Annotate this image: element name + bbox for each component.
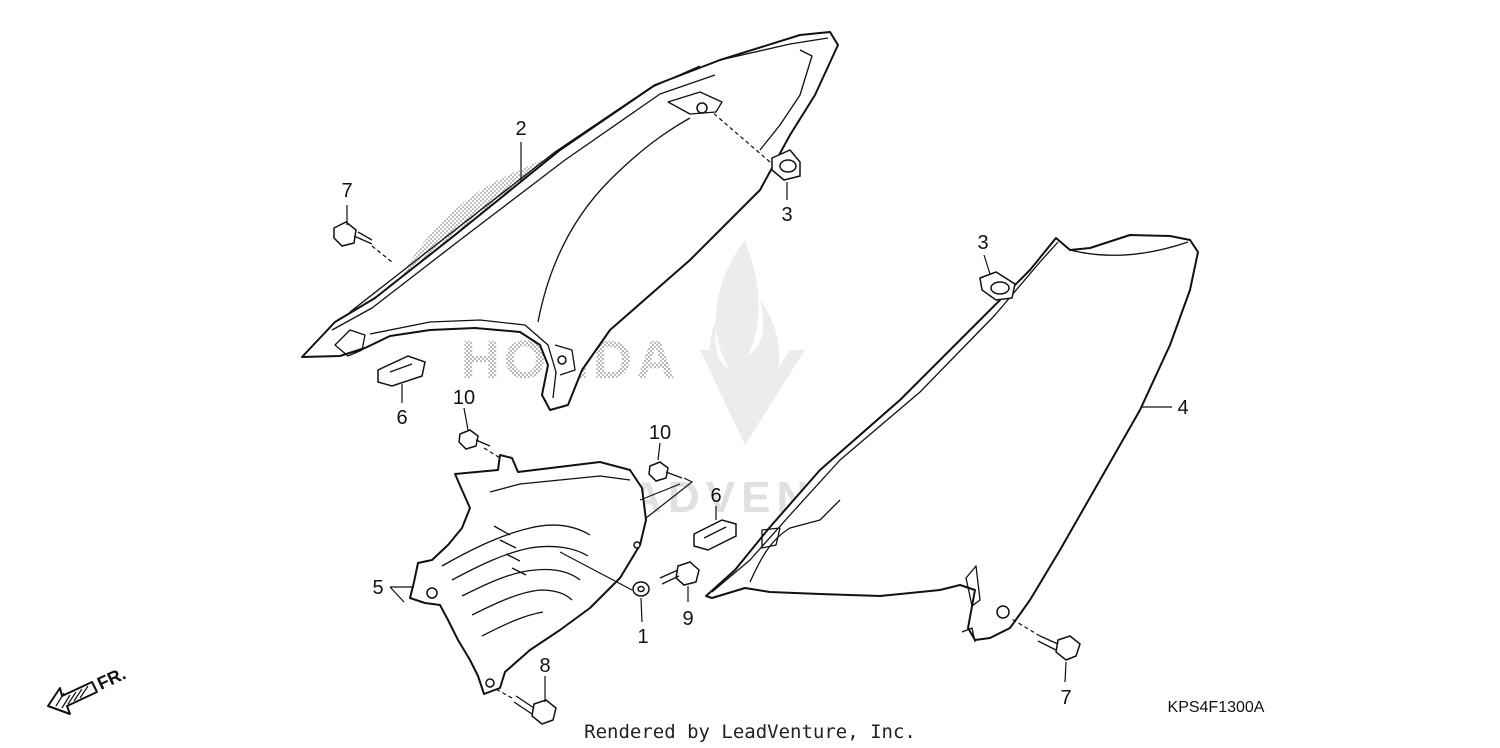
- front-direction-indicator: FR.: [47, 663, 129, 715]
- part-7-bolt-left[interactable]: [333, 221, 373, 247]
- callout-8: 8: [539, 655, 550, 677]
- callout-7-left: 7: [341, 180, 352, 202]
- part-3-grommet-top[interactable]: [771, 149, 801, 181]
- part-10-screw-right[interactable]: [648, 461, 683, 482]
- part-3-grommet-right[interactable]: [979, 271, 1016, 301]
- callout-1: 1: [637, 626, 648, 648]
- callout-5: 5: [372, 577, 383, 599]
- part-6-rubber-mount-right[interactable]: [693, 519, 737, 551]
- part-9-bolt[interactable]: [659, 561, 700, 586]
- part-6-rubber-mount-left[interactable]: [377, 355, 426, 387]
- footer-credit: Rendered by LeadVenture, Inc.: [584, 721, 916, 743]
- flame-logo: [709, 240, 780, 420]
- leader-lines: [346, 111, 1172, 702]
- v-logo: [700, 350, 805, 445]
- part-7-bolt-right[interactable]: [1037, 635, 1081, 661]
- callout-7-right: 7: [1060, 687, 1071, 709]
- diagram-code: KPS4F1300A: [1168, 699, 1265, 716]
- callout-3-top: 3: [781, 204, 792, 226]
- part-2-side-cover-upper[interactable]: [301, 31, 839, 411]
- callout-9: 9: [682, 608, 693, 630]
- callout-2: 2: [515, 118, 526, 140]
- part-5-inner-cover[interactable]: [409, 454, 647, 695]
- part-1-washer[interactable]: [632, 581, 650, 597]
- part-8-bolt[interactable]: [513, 695, 557, 725]
- part-10-screw-left[interactable]: [458, 429, 491, 450]
- callout-3-right: 3: [977, 232, 988, 254]
- callout-10-right: 10: [649, 422, 671, 444]
- callout-6-right: 6: [710, 485, 721, 507]
- callout-10-left: 10: [453, 387, 475, 409]
- callout-6-left: 6: [396, 407, 407, 429]
- front-label: FR.: [94, 663, 129, 693]
- part-4-side-cover-right[interactable]: [705, 234, 1199, 643]
- callout-4: 4: [1177, 397, 1188, 419]
